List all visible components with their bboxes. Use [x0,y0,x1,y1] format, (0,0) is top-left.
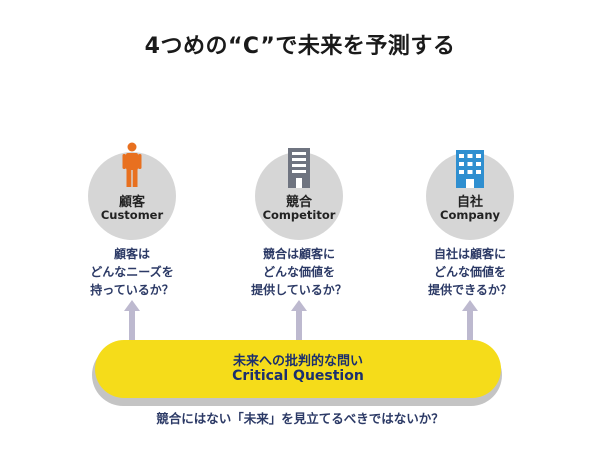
customer-node: 顧客 Customer [88,142,176,240]
competitor-label-en: Competitor [262,208,336,222]
critical-question-jp: 未来への批判的な問い [232,354,363,369]
competitor-label-jp: 競合 [285,195,312,210]
competitor-question-line-1: 競合は顧客に [262,247,335,261]
arrow-up-icon [124,300,140,346]
company-question-line-2: どんな価値を [433,265,506,279]
company-question: 自社は顧客に どんな価値を 提供できるか？ [385,245,555,299]
company-label-en: Company [440,208,500,222]
critical-question-pill: 未来への批判的な問い Critical Question [95,340,501,398]
office-building-icon [456,150,484,188]
competitor-question: 競合は顧客に どんな価値を 提供しているか？ [214,245,384,299]
customer-question-line-1: 顧客は [113,247,150,261]
page-title: 4つめの“C”で未来を予測する [144,34,456,59]
company-question-line-1: 自社は顧客に [433,247,506,261]
arrow-up-icon [462,300,478,346]
company-node: 自社 Company [426,150,514,240]
customer-question-line-2: どんなニーズを [90,265,174,279]
competitor-question-line-3: 提供しているか？ [251,283,347,297]
bottom-question: 競合にはない「未来」を見立てるべきではないか？ [156,411,444,426]
building-icon [288,148,310,188]
person-icon [122,142,142,187]
company-question-line-3: 提供できるか？ [428,283,512,297]
competitor-node: 競合 Competitor [255,148,343,240]
customer-question: 顧客は どんなニーズを 持っているか？ [47,245,217,299]
critical-question-en: Critical Question [232,368,364,384]
customer-question-line-3: 持っているか？ [90,283,174,297]
competitor-question-line-2: どんな価値を [262,265,335,279]
customer-label-en: Customer [100,208,164,222]
company-label-jp: 自社 [456,195,483,210]
customer-label-jp: 顧客 [118,195,145,210]
arrow-up-icon [291,300,307,346]
